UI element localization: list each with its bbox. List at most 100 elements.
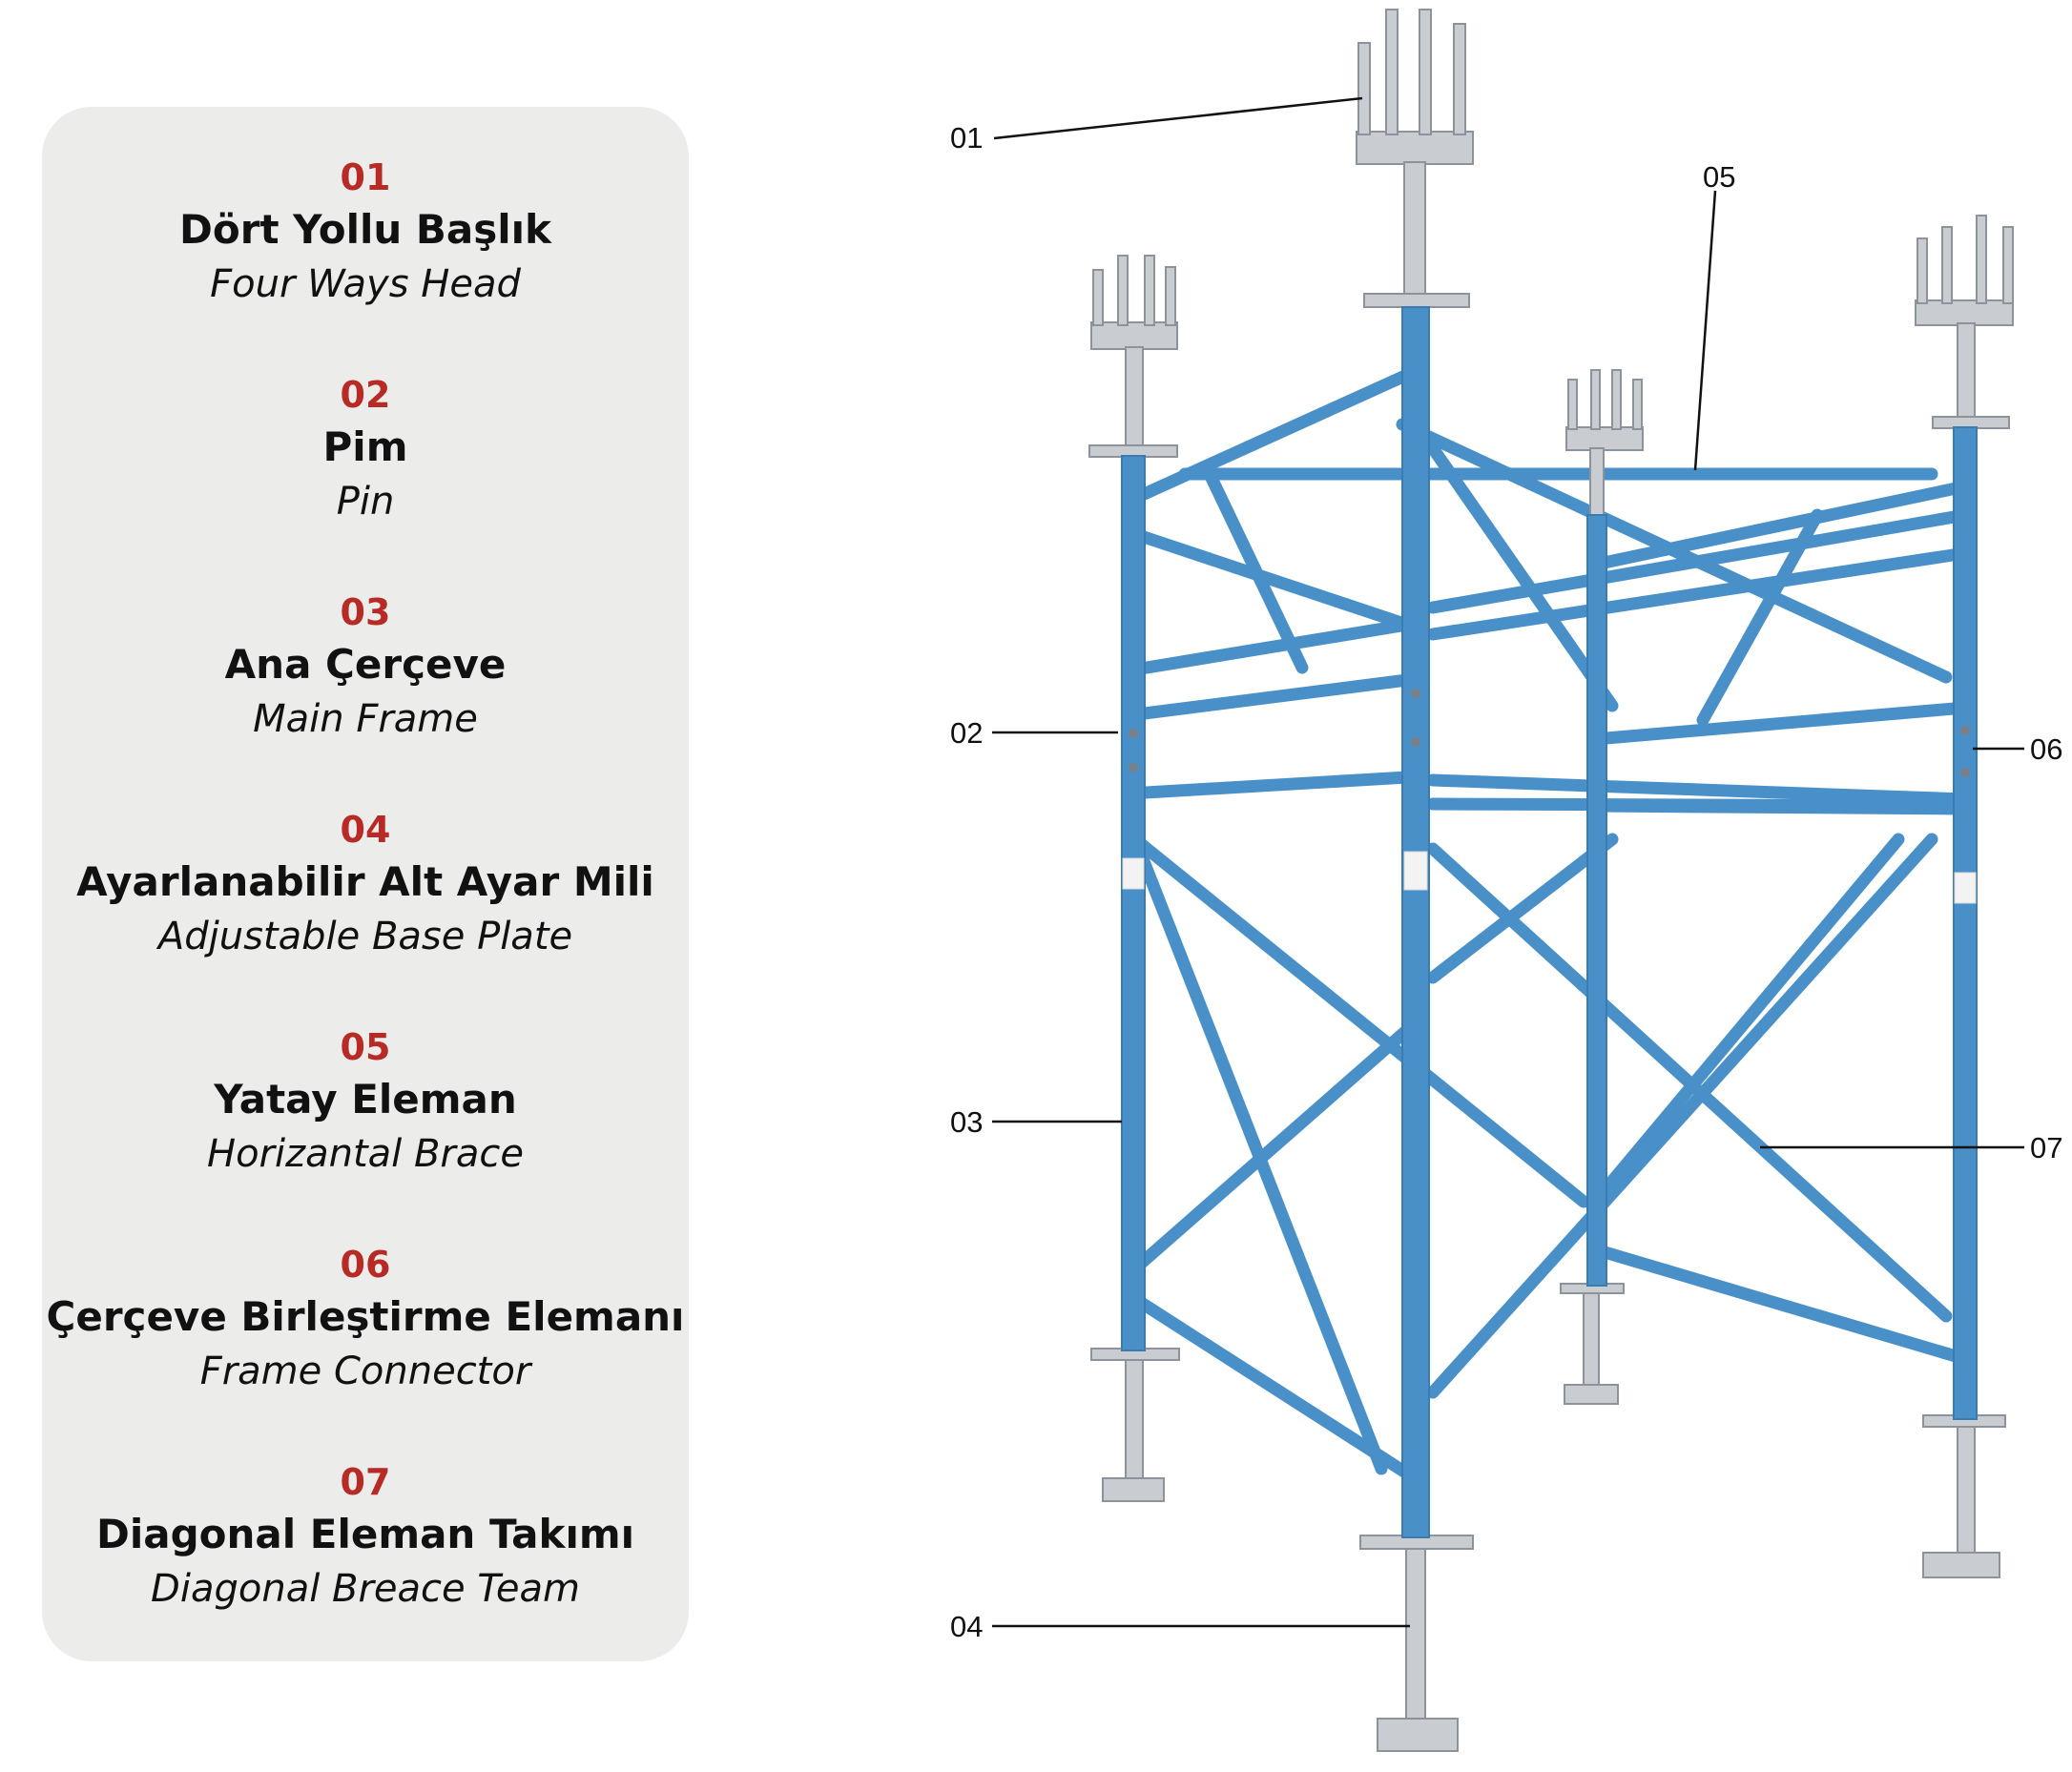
ledger-right-upper: [1426, 546, 1972, 641]
legend-name-en: Frame Connector: [199, 1350, 531, 1393]
main-frame-post-front: [1401, 306, 1430, 1538]
legend-item-07: 07 Diagonal Eleman Takımı Diagonal Breac…: [42, 1457, 689, 1616]
legend-panel: 01 Dört Yollu Başlık Four Ways Head 02 P…: [42, 107, 689, 1661]
post-labels: [1122, 851, 1977, 904]
brace-group: [1123, 368, 1972, 1480]
right-head-plate: [1915, 299, 2014, 326]
four-ways-head-fin: [1453, 23, 1466, 135]
legend-number: 01: [340, 156, 391, 198]
frame-posts: [1121, 306, 1978, 1538]
legend-number: 05: [340, 1026, 391, 1068]
collar-plate: [1363, 293, 1470, 308]
back-ledger-c: [1588, 799, 1972, 815]
legend-name-en: Main Frame: [253, 697, 478, 741]
legend-name-en: Diagonal Breace Team: [151, 1567, 580, 1611]
pin-icon: [1960, 768, 1970, 777]
left-head-stem: [1125, 346, 1144, 453]
left-head-fin: [1144, 255, 1155, 326]
legend-item-01: 01 Dört Yollu Başlık Four Ways Head: [42, 153, 689, 311]
base-plate-back: [1564, 1384, 1619, 1405]
left-head-fin: [1117, 255, 1129, 326]
four-ways-head-fin: [1385, 9, 1399, 135]
pin-icon: [1411, 689, 1420, 698]
right-head-fin: [1976, 215, 1987, 304]
legend-item-02: 02 Pim Pin: [42, 370, 689, 528]
back-head-fin: [1632, 379, 1643, 430]
legend-number: 02: [340, 374, 391, 416]
main-frame-post-left: [1121, 455, 1146, 1351]
callout-label-03: 03: [950, 1105, 983, 1139]
callout-label-06: 06: [2030, 732, 2062, 766]
upper-brace-right-a: [1396, 418, 1953, 684]
diagonal-brace-right-b: [1426, 833, 1938, 1399]
base-plate-front: [1377, 1718, 1459, 1752]
back-head-stem: [1589, 447, 1605, 516]
bottom-ledger-left: [1123, 1288, 1414, 1480]
mid-ledger-left-lower: [1123, 673, 1414, 722]
callout-line-01: [993, 96, 1363, 140]
legend-number: 07: [340, 1461, 391, 1503]
upper-brace-right-b: [1426, 442, 1619, 712]
legend-item-03: 03 Ana Çerçeve Main Frame: [42, 587, 689, 746]
legend-name-tr: Diagonal Eleman Takımı: [95, 1511, 635, 1557]
left-head-plate: [1090, 321, 1178, 350]
base-plate-right: [1922, 1552, 2000, 1578]
base-jack-stem-back: [1583, 1287, 1600, 1386]
back-head-plate: [1565, 426, 1644, 451]
head-stem: [1403, 161, 1426, 306]
base-plate-left: [1102, 1477, 1165, 1502]
right-head-fin: [2002, 226, 2014, 304]
back-ledger-b: [1588, 701, 1972, 746]
legend-name-tr: Ana Çerçeve: [224, 641, 507, 688]
legend-number: 03: [340, 591, 391, 633]
top-ledger-left: [1123, 368, 1414, 507]
base-jack-stem-right: [1957, 1420, 1976, 1556]
main-frame-post-back: [1586, 514, 1607, 1287]
diagonal-brace-right-c: [1426, 833, 1619, 984]
callout-label-04: 04: [950, 1610, 983, 1643]
right-head-fin: [1917, 237, 1928, 304]
legend-name-en: Pin: [336, 480, 395, 524]
ledger-left-lower: [1123, 771, 1414, 800]
legend-name-en: Adjustable Base Plate: [157, 915, 573, 958]
legend-number: 04: [340, 809, 391, 851]
four-ways-head-plate: [1356, 131, 1474, 165]
legend-name-tr: Yatay Eleman: [214, 1076, 517, 1123]
left-head-fin: [1092, 269, 1104, 326]
legend-item-06: 06 Çerçeve Birleştirme Elemanı Frame Con…: [42, 1240, 689, 1398]
main-frame-post-right: [1953, 426, 1978, 1420]
legend-name-tr: Çerçeve Birleştirme Elemanı: [46, 1293, 685, 1340]
post-sticker: [1954, 872, 1977, 904]
pin-icon: [1411, 737, 1420, 747]
left-head-fin: [1165, 266, 1176, 326]
diagonal-brace-left-b: [1129, 833, 1590, 1208]
legend-name-tr: Pim: [322, 423, 408, 470]
upper-brace-left-a: [1129, 527, 1414, 631]
callout-lines: [992, 96, 2024, 1628]
back-ledger-bottom: [1588, 1243, 1972, 1366]
base-jack-stem-front: [1405, 1535, 1426, 1727]
legend-number: 06: [340, 1244, 391, 1286]
back-head-fin: [1611, 369, 1622, 430]
callout-label-02: 02: [950, 716, 983, 750]
steel-parts: [1088, 9, 2014, 1752]
mid-ledger-left-upper: [1123, 618, 1414, 677]
legend-name-en: Horizantal Brace: [207, 1132, 524, 1176]
pin-icon: [1129, 763, 1138, 773]
diagonal-brace-right-d: [1588, 833, 1905, 1208]
right-head-stem: [1957, 322, 1976, 423]
diagonal-brace-left-c: [1129, 1023, 1414, 1275]
legend-name-tr: Dört Yollu Başlık: [179, 206, 551, 253]
post-sticker: [1122, 857, 1145, 890]
callout-label-05: 05: [1703, 160, 1735, 194]
four-ways-head-fin: [1357, 42, 1371, 135]
callout-label-07: 07: [2030, 1131, 2062, 1164]
pin-icon: [1960, 726, 1970, 735]
back-head-fin: [1567, 379, 1578, 430]
pin-icon: [1129, 729, 1138, 738]
legend-name-tr: Ayarlanabilir Alt Ayar Mili: [76, 858, 654, 905]
legend-item-04: 04 Ayarlanabilir Alt Ayar Mili Adjustabl…: [42, 805, 689, 963]
back-ledger-a: [1588, 480, 1972, 571]
base-jack-stem-left: [1125, 1353, 1144, 1479]
